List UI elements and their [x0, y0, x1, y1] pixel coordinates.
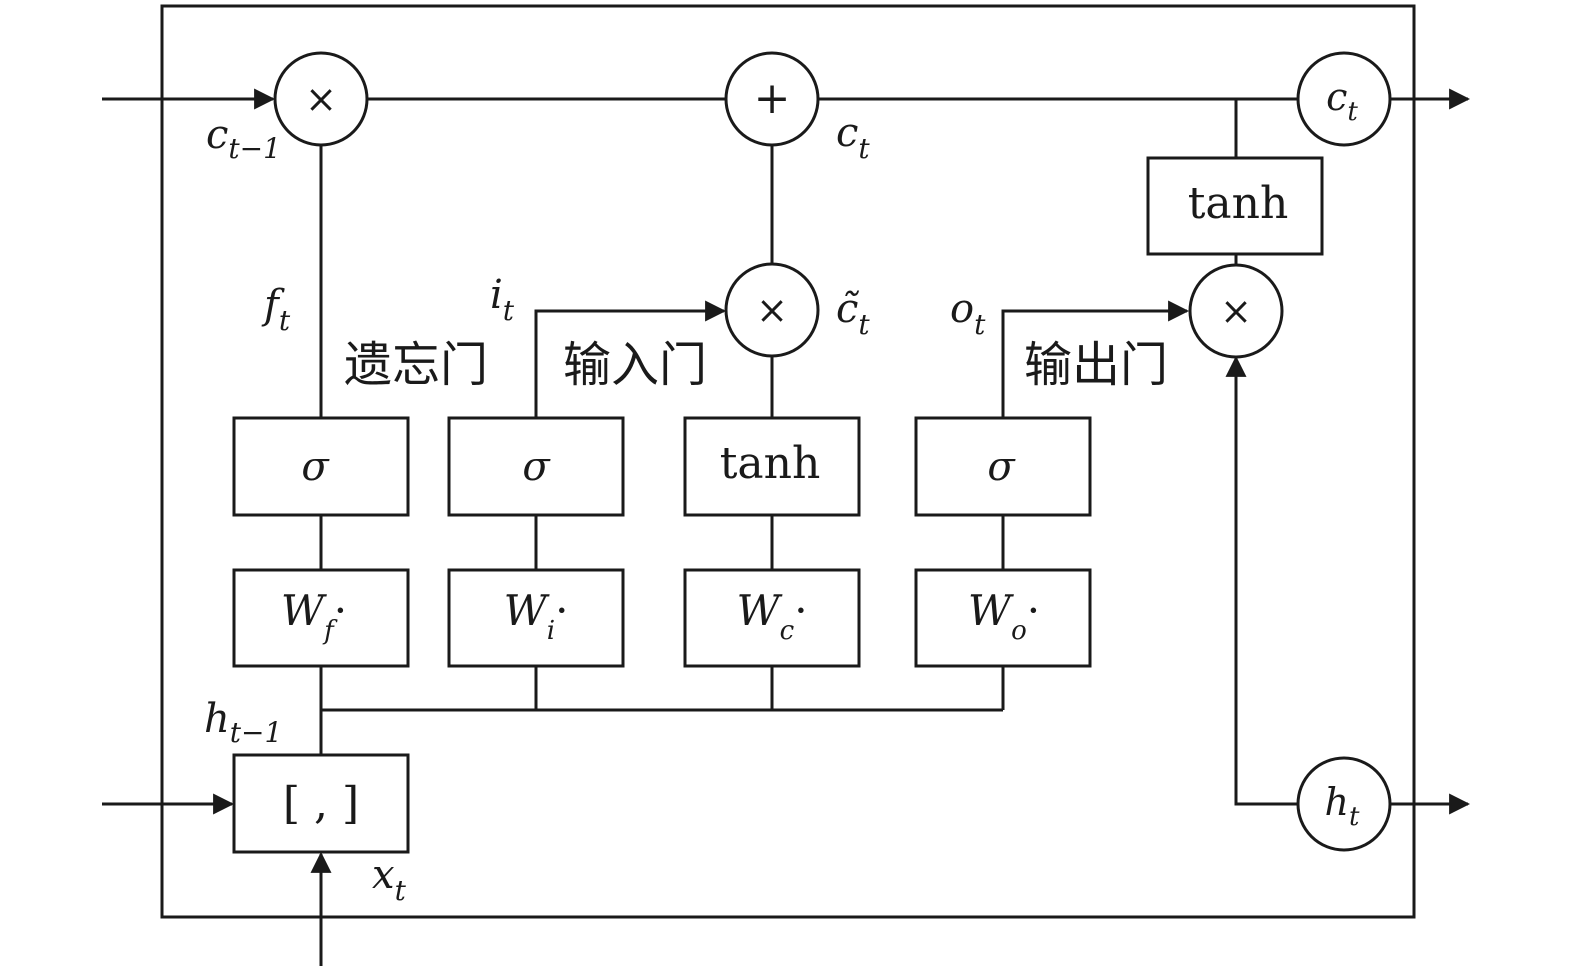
times-symbol: × [305, 77, 337, 121]
sigma-output-box: σ [914, 416, 1092, 517]
output-gate-label: 输出门 [1024, 337, 1168, 393]
sigma-label: σ [987, 444, 1016, 490]
weight-label: Wo· [968, 586, 1040, 646]
tanh-label: tanh [720, 438, 821, 489]
weight-box-f: Wf· [232, 568, 410, 668]
output-multiply-node: × [1188, 263, 1284, 359]
plus-symbol: + [754, 73, 791, 124]
x-t-label: xt [372, 852, 407, 907]
tanh-label: tanh [1188, 178, 1289, 229]
c-tilde-label: c̃t [836, 286, 870, 341]
h-t-output-node: ht [1296, 756, 1392, 852]
wires [102, 88, 1471, 966]
forget-gate-label: 遗忘门 [344, 337, 488, 393]
weight-box-c: Wc· [683, 568, 861, 668]
c-t-node-label: ct [1326, 75, 1358, 127]
tanh-output-box: tanh [1146, 156, 1324, 256]
o-t-label: ot [950, 286, 986, 341]
i-t-label: it [490, 272, 515, 327]
c-t-mid-label: ct [836, 110, 870, 165]
h-t-node-label: ht [1325, 780, 1360, 832]
cell-add-node: + [724, 51, 820, 147]
h-prev-label: ht−1 [204, 696, 282, 749]
c-t-output-node: ct [1296, 51, 1392, 147]
sigma-forget-box: σ [232, 416, 410, 517]
times-symbol: × [756, 288, 788, 332]
weight-label: Wf· [281, 586, 347, 646]
tanh-candidate-box: tanh [683, 416, 861, 517]
output-gate-wire [1001, 300, 1190, 418]
concat-box: [ , ] [232, 753, 410, 854]
input-gate-label: 输入门 [563, 337, 707, 393]
candidate-multiply-node: × [724, 262, 820, 358]
sigma-label: σ [522, 444, 551, 490]
times-symbol: × [1220, 289, 1252, 333]
c-prev-label: ct−1 [206, 112, 281, 165]
weight-box-o: Wo· [914, 568, 1092, 668]
concat-label: [ , ] [283, 778, 359, 829]
weight-label: Wc· [736, 586, 807, 646]
sigma-label: σ [301, 444, 330, 490]
h-t-feedback-wire [1225, 355, 1298, 806]
weight-box-i: Wi· [447, 568, 625, 668]
input-gate-wire [534, 300, 727, 418]
sigma-input-box: σ [447, 416, 625, 517]
weight-label: Wi· [504, 586, 569, 646]
forget-multiply-node: × [273, 51, 369, 147]
